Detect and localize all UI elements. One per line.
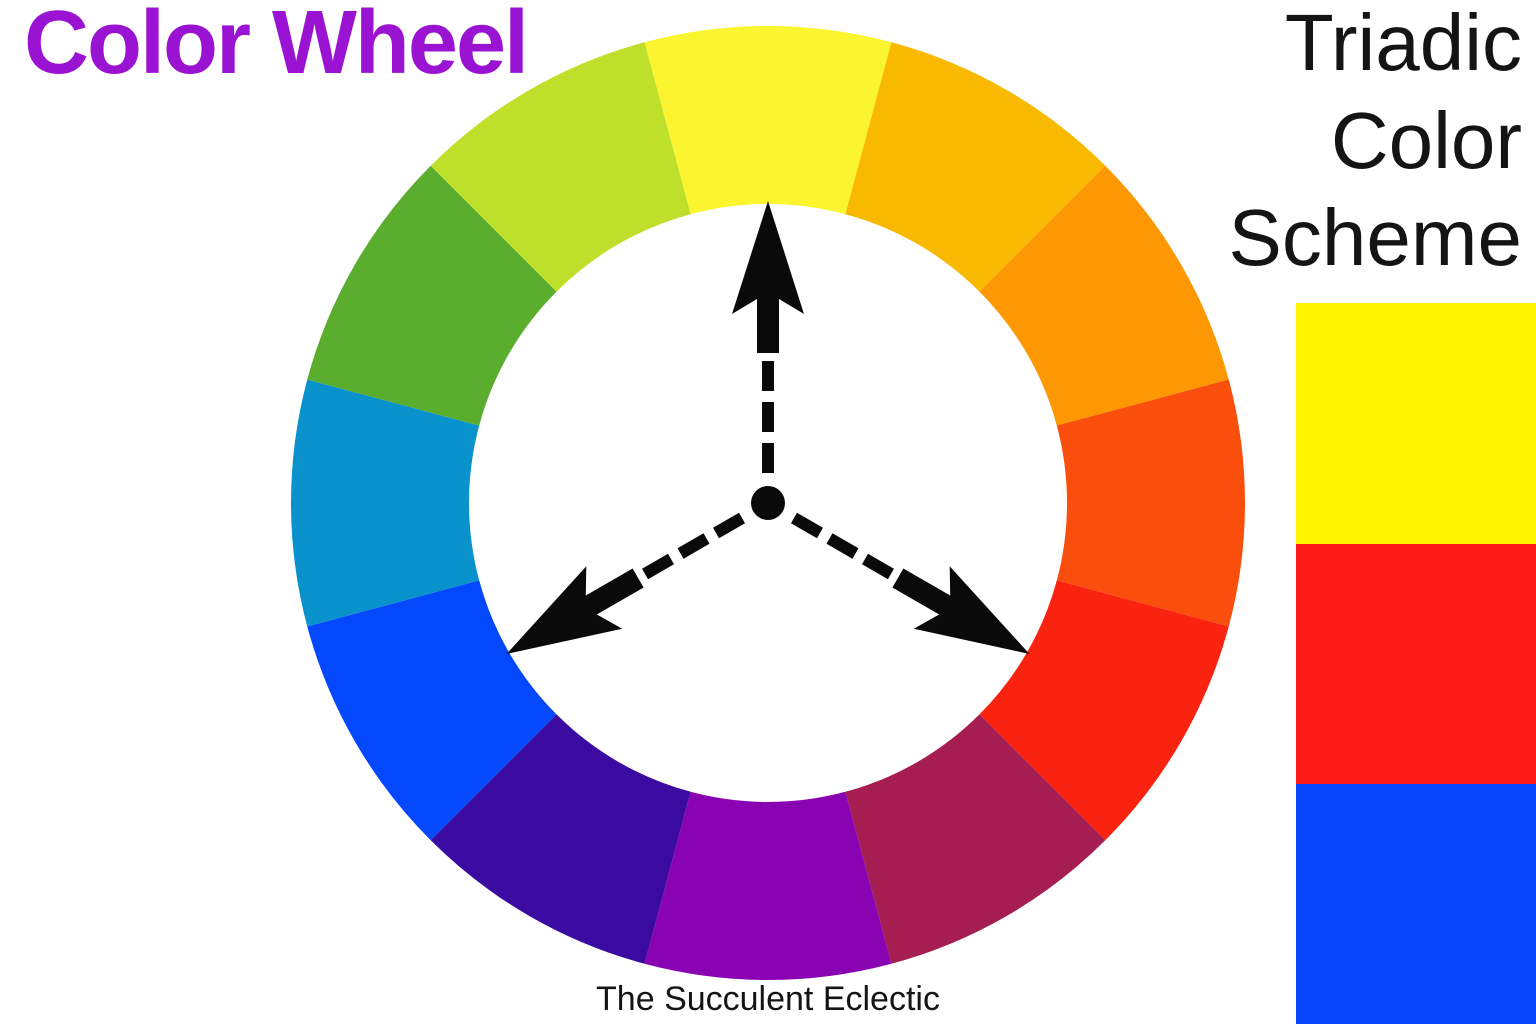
triad-swatch-blue	[1296, 784, 1536, 1024]
arrowhead-icon	[506, 566, 644, 654]
triad-swatch-column	[1296, 303, 1536, 1024]
triad-swatch-yellow	[1296, 303, 1536, 544]
triadic-scheme-heading: Triadic Color Scheme	[1228, 0, 1522, 283]
wheel-segment-cerulean-blue	[291, 379, 480, 627]
wheel-segment-blue	[307, 580, 557, 841]
page-title: Color Wheel	[24, 0, 529, 93]
wheel-segment-orange	[979, 165, 1229, 426]
wheel-segment-blue-violet	[430, 714, 691, 964]
triad-swatch-red	[1296, 544, 1536, 784]
wheel-center-dot	[751, 486, 785, 520]
triad-arrow	[506, 508, 752, 654]
wheel-segment-yellow	[644, 26, 892, 215]
triad-arrow	[732, 201, 804, 481]
arrow-dashed-shaft	[642, 508, 752, 580]
wheel-segment-red-violet	[845, 714, 1106, 964]
wheel-segment-purple	[644, 791, 892, 980]
arrowhead-icon	[732, 201, 804, 353]
wheel-segment-yellow-orange	[845, 42, 1106, 292]
wheel-segment-red-orange	[1056, 379, 1245, 627]
arrow-dashed-shaft	[784, 508, 894, 580]
triad-arrow	[784, 508, 1030, 654]
watermark-text: The Succulent Eclectic	[596, 980, 940, 1018]
wheel-segment-red	[979, 580, 1229, 841]
arrowhead-icon	[892, 566, 1030, 654]
wheel-segment-green	[307, 165, 557, 426]
wheel-segment-yellow-green	[430, 42, 691, 292]
